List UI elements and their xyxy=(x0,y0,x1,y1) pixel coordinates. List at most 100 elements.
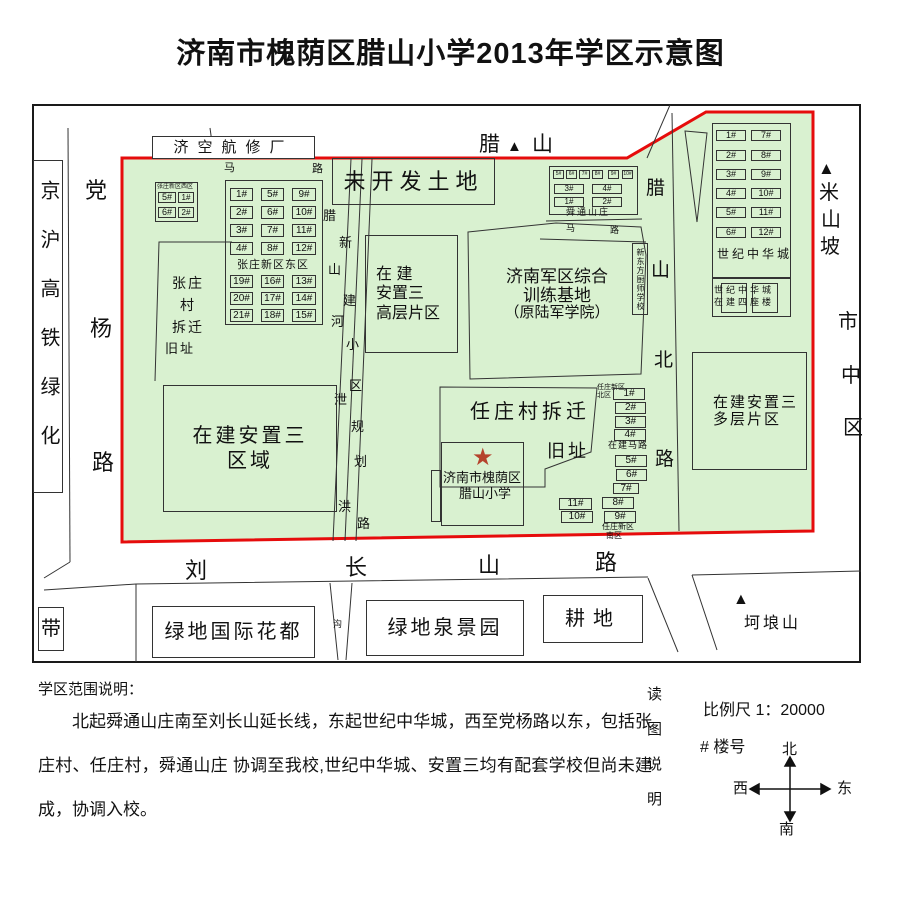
century-uc-compound xyxy=(712,278,791,317)
anzhi3-multi-box: 在建安置三 多层片区 xyxy=(692,352,807,470)
building-box: 11# xyxy=(567,498,584,509)
corridor-label-char: 河 xyxy=(331,314,345,329)
building-key-label: # 楼号 xyxy=(700,739,746,756)
factory-label: 济空航修厂 xyxy=(173,139,294,156)
building-box: 1# xyxy=(181,192,191,202)
scope-title: 学区范围说明： xyxy=(38,681,144,698)
anzhi3-highrise-line: 在 建 xyxy=(376,266,413,284)
corridor-label-char: 区 xyxy=(349,378,363,393)
corridor-label-char: 洪 xyxy=(338,499,352,514)
kelangshan-label: 坷埌山 xyxy=(744,615,802,632)
compass-icon xyxy=(748,755,832,823)
renzhuang-old-label: 任庄村拆迁 xyxy=(470,401,590,423)
mountain-icon: ▲ xyxy=(818,159,835,178)
building-box: 5# xyxy=(625,455,637,466)
malu-road-char: 马 xyxy=(566,223,576,233)
building-box: 4# xyxy=(624,429,636,440)
building-box: 16# xyxy=(264,275,281,287)
mishanpo-char: 坡 xyxy=(820,236,840,258)
building-box: 2# xyxy=(235,206,248,218)
renzhuang-old-label: 旧址 xyxy=(547,441,589,461)
liuchangshan-road-char: 长 xyxy=(345,555,368,580)
undeveloped-land-label: 未开发土地 xyxy=(343,168,484,194)
xindongfang-label: 新东方厨师学校 xyxy=(636,247,645,311)
rail-greenbelt-strip-dai: 带 xyxy=(38,607,64,651)
lashanbei-road-char: 山 xyxy=(651,260,671,281)
lashanbei-road-char: 路 xyxy=(655,449,675,470)
century-uc-label: 世纪中华城 xyxy=(714,285,775,295)
corridor-label-char: 新 xyxy=(339,235,353,250)
century-title: 世纪中华城 xyxy=(717,247,793,261)
building-box: 12# xyxy=(295,242,313,254)
military-base-label: 济南军区综合 训练基地 （原陆军学院） xyxy=(468,267,646,322)
corridor-label-char: 腊 xyxy=(323,208,337,223)
anzhi3-multi-line: 在建安置三 xyxy=(713,393,799,411)
building-box: 10# xyxy=(623,171,632,177)
dangyang-road-char: 党 xyxy=(85,178,108,203)
building-box: 10# xyxy=(295,206,313,218)
building-box: 2# xyxy=(725,150,736,160)
building-box: 6# xyxy=(568,171,575,177)
building-box: 1# xyxy=(564,197,574,206)
century-uc-building xyxy=(721,283,747,313)
corridor-label-char: 泄 xyxy=(334,392,348,407)
greenland-intl-box: 绿地国际花都 xyxy=(152,606,315,658)
corridor-label-char: 建 xyxy=(343,293,357,308)
building-box: 7# xyxy=(620,482,632,494)
building-box: 6# xyxy=(725,227,736,237)
building-box: 9# xyxy=(610,171,617,177)
building-box: 15# xyxy=(295,309,313,321)
school-star-icon: ★ xyxy=(472,444,494,471)
dai-label: 带 xyxy=(41,618,61,640)
lashanbei-road-char: 腊 xyxy=(646,178,666,199)
building-box: 4# xyxy=(235,242,248,254)
building-box: 7# xyxy=(266,224,279,236)
military-base-line: （原陆军学院） xyxy=(504,304,610,322)
greenland-spring-label: 绿地泉景园 xyxy=(387,617,503,639)
building-box: 9# xyxy=(614,511,626,522)
zhangzhuang-old-label: 张庄 xyxy=(172,275,204,291)
building-box: 5# xyxy=(266,188,279,200)
building-box: 20# xyxy=(233,292,250,304)
rail-greenbelt-strip: 京沪高铁绿化 xyxy=(33,160,63,493)
corridor-label-char: 路 xyxy=(357,516,371,531)
building-box: 9# xyxy=(760,169,771,179)
rail-greenbelt-label: 京沪高铁绿化 xyxy=(37,179,59,474)
anzhi3-area-line: 区域 xyxy=(227,449,273,472)
malu-road-char: 马 xyxy=(224,162,235,174)
century-compound xyxy=(712,123,791,278)
anzhi3-highrise-line: 高层片区 xyxy=(376,304,441,322)
building-box: 2# xyxy=(624,402,637,413)
building-box: 17# xyxy=(264,292,281,304)
lashan-mountain-label: 腊 xyxy=(479,133,500,156)
building-box: 11# xyxy=(758,207,774,217)
farmland-box: 耕地 xyxy=(543,595,643,643)
shizhongqu-char: 区 xyxy=(843,417,863,439)
corridor-label-char: 规 xyxy=(351,419,365,434)
liuchangshan-road-char: 路 xyxy=(595,550,618,575)
mishanpo-char: 米 xyxy=(819,182,839,204)
school-side-parcel xyxy=(431,470,441,522)
compass-west-label: 西 xyxy=(733,780,749,797)
xindongfang-box: 新东方厨师学校 xyxy=(632,243,648,315)
lashan-mountain-label: 山 xyxy=(532,133,553,156)
corridor-label-char: 山 xyxy=(328,262,342,277)
scale-label: 比例尺 1：20000 xyxy=(703,702,825,719)
building-box: 1# xyxy=(725,130,736,140)
corridor-label-char: 划 xyxy=(354,454,368,469)
zz-east-compound xyxy=(225,180,323,325)
shizhongqu-char: 中 xyxy=(841,365,861,387)
zhangzhuang-old-label: 旧址 xyxy=(165,341,196,356)
shizhongqu-char: 市 xyxy=(838,311,858,333)
century-uc-label: 在建四座楼 xyxy=(714,297,775,307)
malu-road-char: 路 xyxy=(312,163,323,175)
mountain-icon: ▲ xyxy=(733,591,749,608)
school-box xyxy=(441,442,524,526)
rz-north-title: 北区 xyxy=(597,392,611,399)
building-box: 8# xyxy=(760,150,771,160)
page-title: 济南市槐荫区腊山小学2013年学区示意图 xyxy=(176,38,725,70)
zaijian-malu-label: 在建马路 xyxy=(608,440,649,450)
building-box: 6# xyxy=(161,207,172,217)
building-box: 11# xyxy=(296,224,312,236)
